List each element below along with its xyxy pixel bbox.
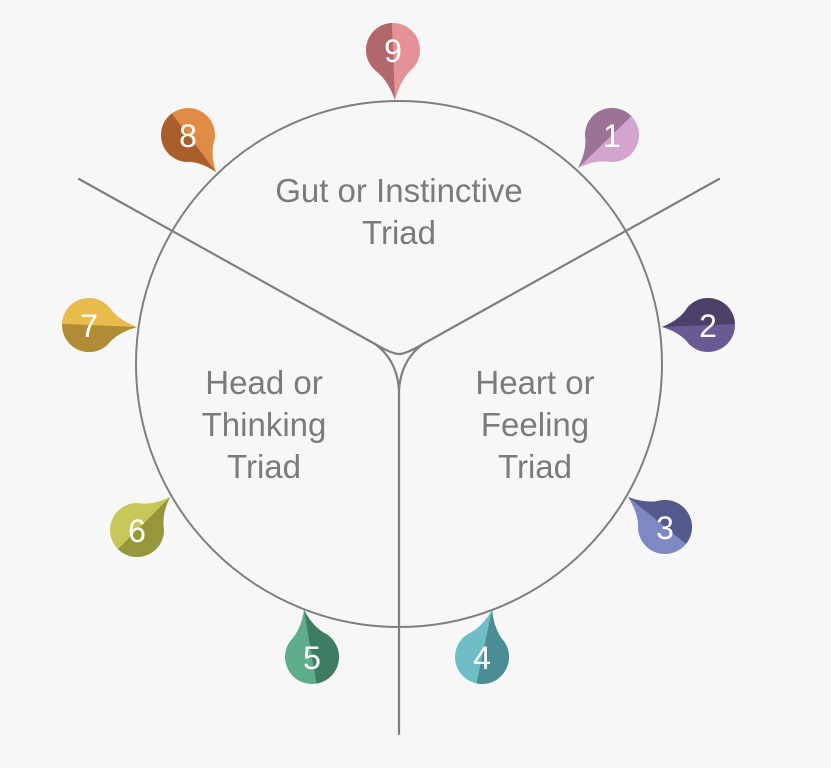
head-triad-label: Head or Thinking Triad (170, 362, 358, 488)
gut-triad-line-1: Gut or Instinctive (275, 172, 523, 209)
heart-triad-line-3: Triad (498, 448, 572, 485)
heart-triad-line-2: Feeling (480, 406, 590, 443)
pin-2: 2 (662, 297, 736, 352)
pin-3: 3 (628, 497, 693, 555)
pin-4: 4 (454, 610, 509, 684)
divider-bottom-b (397, 342, 425, 392)
pin-8: 8 (161, 108, 216, 172)
pin-8-number: 8 (179, 118, 197, 154)
pin-7-number: 7 (80, 308, 98, 344)
pin-1: 1 (578, 108, 640, 168)
pin-3-number: 3 (656, 510, 674, 546)
triad-dividers (77, 177, 721, 736)
head-triad-line-1: Head or (205, 364, 323, 401)
pin-7: 7 (61, 298, 137, 352)
heart-triad-label: Heart or Feeling Triad (441, 362, 629, 488)
pin-5-number: 5 (303, 640, 321, 676)
gut-triad-label: Gut or Instinctive Triad (239, 170, 559, 254)
pin-6: 6 (110, 497, 170, 558)
pin-6-number: 6 (128, 513, 146, 549)
pin-9: 9 (366, 23, 421, 100)
divider-bottom (373, 342, 401, 736)
pin-2-number: 2 (699, 308, 717, 344)
head-triad-line-3: Triad (227, 448, 301, 485)
heart-triad-line-1: Heart or (475, 364, 595, 401)
head-triad-line-2: Thinking (201, 406, 327, 443)
pin-1-number: 1 (603, 118, 621, 154)
pin-4-number: 4 (473, 640, 491, 676)
pin-9-number: 9 (384, 33, 402, 69)
gut-triad-line-2: Triad (362, 214, 436, 251)
pin-5: 5 (285, 610, 339, 684)
